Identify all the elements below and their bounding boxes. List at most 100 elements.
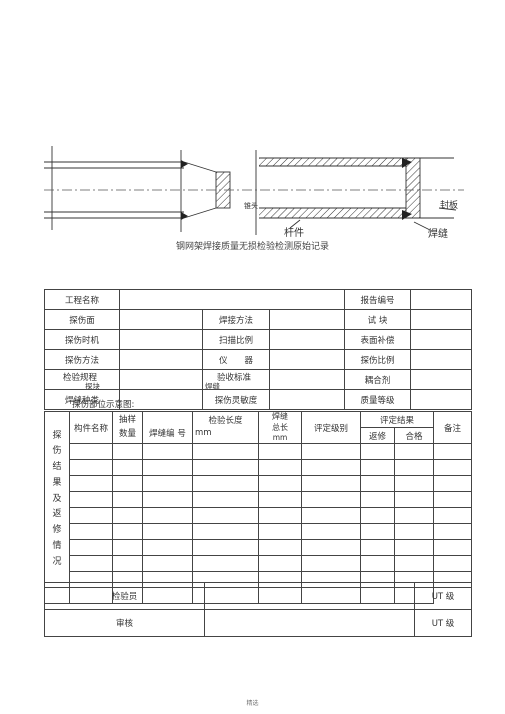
side-label-results: 探伤结果及返修情况 (44, 411, 70, 588)
value-couplant[interactable] (410, 369, 473, 390)
cell[interactable] (393, 459, 435, 476)
cell[interactable] (112, 459, 143, 476)
cell[interactable] (69, 459, 113, 476)
cell[interactable] (433, 523, 473, 540)
value-sensitivity[interactable] (268, 389, 346, 410)
value-welding-method[interactable] (268, 309, 346, 330)
cell[interactable] (360, 539, 395, 556)
rod-label: 杆件 (284, 227, 304, 239)
cell[interactable] (301, 491, 361, 508)
value-test-surface[interactable] (119, 309, 203, 330)
cell[interactable] (433, 475, 473, 492)
cell[interactable] (112, 523, 143, 540)
cell[interactable] (258, 539, 302, 556)
value-acceptance-standard[interactable] (268, 369, 346, 390)
cell[interactable] (142, 459, 193, 476)
cell[interactable] (301, 555, 361, 572)
cell[interactable] (69, 555, 113, 572)
cell[interactable] (360, 555, 395, 572)
cell[interactable] (433, 459, 473, 476)
cell[interactable] (192, 459, 259, 476)
cell[interactable] (192, 555, 259, 572)
cell[interactable] (393, 523, 435, 540)
value-instrument[interactable] (268, 349, 346, 370)
cell[interactable] (301, 539, 361, 556)
cell[interactable] (360, 475, 395, 492)
cell[interactable] (258, 475, 302, 492)
cell[interactable] (142, 475, 193, 492)
cell[interactable] (192, 523, 259, 540)
label-test-block-sub: 探块 (85, 382, 100, 390)
cell[interactable] (112, 443, 143, 460)
cell[interactable] (112, 507, 143, 524)
value-report-no[interactable] (410, 289, 473, 310)
value-project-name[interactable] (118, 289, 346, 310)
value-reviewer[interactable] (204, 609, 415, 637)
cell[interactable] (258, 491, 302, 508)
value-surface-compensation[interactable] (410, 329, 473, 350)
table-row (45, 555, 473, 572)
value-test-block[interactable] (410, 309, 473, 330)
header-weld-total-unit: mm (272, 433, 288, 443)
cell[interactable] (142, 507, 193, 524)
cell[interactable] (393, 507, 435, 524)
cell[interactable] (69, 475, 113, 492)
cell[interactable] (393, 555, 435, 572)
value-inspector[interactable] (204, 582, 415, 610)
value-inspection-rules[interactable] (119, 369, 203, 390)
cell[interactable] (433, 555, 473, 572)
cell[interactable] (258, 459, 302, 476)
cell[interactable] (301, 475, 361, 492)
label-reviewer: 审核 (44, 609, 205, 637)
cell[interactable] (393, 539, 435, 556)
cell[interactable] (142, 491, 193, 508)
cell[interactable] (69, 539, 113, 556)
value-test-timing[interactable] (119, 329, 203, 350)
value-test-method[interactable] (119, 349, 203, 370)
cell[interactable] (360, 491, 395, 508)
cell[interactable] (69, 507, 113, 524)
cell[interactable] (301, 507, 361, 524)
cell[interactable] (112, 475, 143, 492)
cell[interactable] (192, 507, 259, 524)
cell[interactable] (69, 491, 113, 508)
cell[interactable] (192, 443, 259, 460)
cell[interactable] (393, 475, 435, 492)
cell[interactable] (142, 539, 193, 556)
cell[interactable] (301, 523, 361, 540)
cell[interactable] (360, 443, 395, 460)
label-test-surface: 探伤面 (44, 309, 120, 330)
cell[interactable] (112, 539, 143, 556)
cell[interactable] (192, 475, 259, 492)
value-quality-grade[interactable] (410, 389, 473, 410)
cell[interactable] (192, 539, 259, 556)
cell[interactable] (69, 443, 113, 460)
table-header-row: 探伤结果及返修情况 构件名称 抽样数量 焊缝编 号 检验长度 mm 焊缝总长 m… (44, 411, 473, 588)
cell[interactable] (301, 443, 361, 460)
cell[interactable] (258, 507, 302, 524)
cell[interactable] (142, 443, 193, 460)
value-scan-ratio[interactable] (268, 329, 346, 350)
cell[interactable] (258, 555, 302, 572)
cell[interactable] (393, 443, 435, 460)
cell[interactable] (69, 523, 113, 540)
cell[interactable] (433, 443, 473, 460)
label-project-name: 工程名称 (44, 289, 120, 310)
info-table: 工程名称 报告编号 探伤面 焊接方法 试 块 探伤时机 扫描比例 表面补偿 探伤… (44, 289, 473, 410)
cell[interactable] (360, 459, 395, 476)
cell[interactable] (301, 459, 361, 476)
cell[interactable] (192, 491, 259, 508)
cell[interactable] (360, 523, 395, 540)
cell[interactable] (112, 491, 143, 508)
cell[interactable] (433, 539, 473, 556)
cell[interactable] (258, 443, 302, 460)
cell[interactable] (258, 523, 302, 540)
value-test-ratio[interactable] (410, 349, 473, 370)
cell[interactable] (142, 523, 193, 540)
cell[interactable] (393, 491, 435, 508)
cell[interactable] (142, 555, 193, 572)
cell[interactable] (433, 491, 473, 508)
cell[interactable] (433, 507, 473, 524)
cell[interactable] (112, 555, 143, 572)
cell[interactable] (360, 507, 395, 524)
